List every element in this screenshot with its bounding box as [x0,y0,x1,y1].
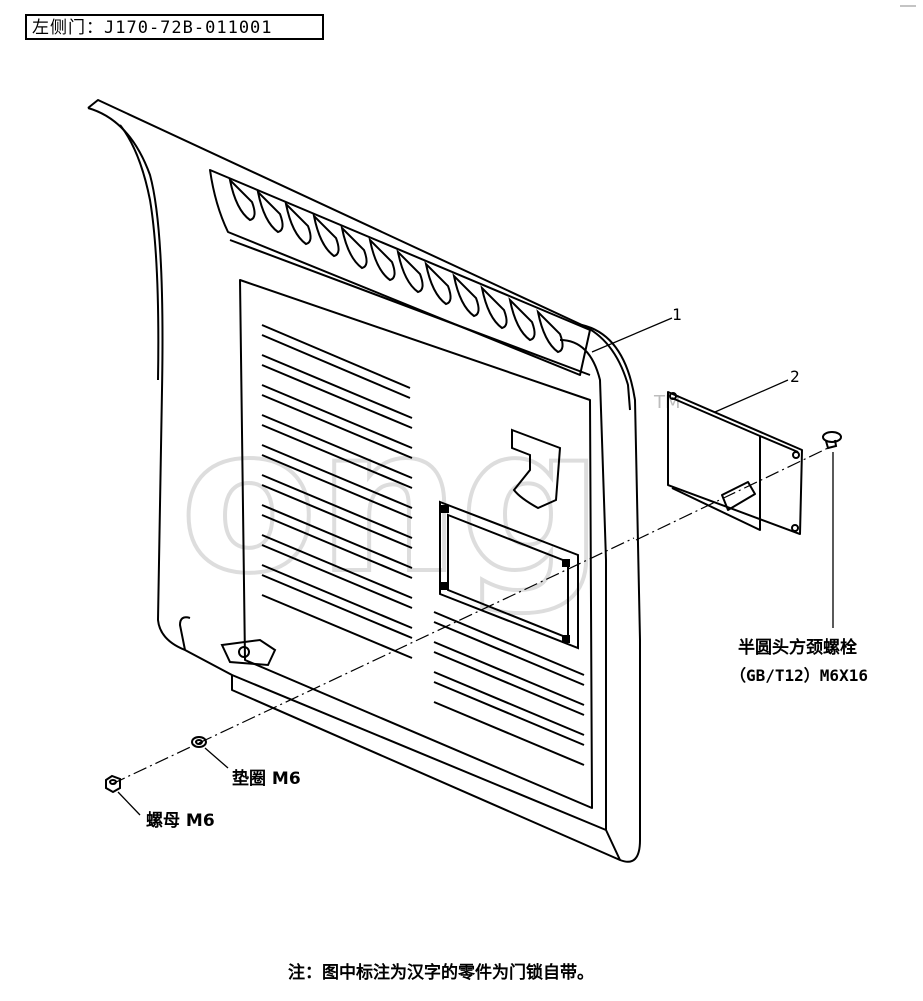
watermark-tm: TM [653,392,681,413]
carriage-bolt [822,431,842,450]
callout-part-1: 1 [672,305,682,324]
callout-bolt-spec: （GB/T12）M6X16 [730,666,868,685]
callout-washer: 垫圈 M6 [232,768,301,789]
callout-labels: 1 2 半圆头方颈螺栓 （GB/T12）M6X16 垫圈 M6 螺母 M6 [146,305,868,831]
top-vent-slots [228,176,564,354]
hinge-tab [220,638,277,667]
callout-bolt-name: 半圆头方颈螺栓 [738,637,857,658]
drawing-note: 注：图中标注为汉字的零件为门锁自带。 [288,962,594,983]
latch-bracket [511,428,562,510]
callout-part-2: 2 [790,367,800,386]
door-lock-housing [667,391,803,535]
side-louvers [261,324,585,766]
assembly-centerlines [111,447,829,785]
watermark-text: ong [180,385,603,618]
watermark: ong TM [178,383,681,620]
leader-lines [117,317,834,816]
lock-cutout [439,500,579,650]
drawing-title-block: 左侧门：J170-72B-011001 [25,14,324,40]
side-door-panel [87,99,641,863]
callout-nut: 螺母 M6 [146,811,215,831]
drawing-title: 左侧门：J170-72B-011001 [32,18,273,38]
